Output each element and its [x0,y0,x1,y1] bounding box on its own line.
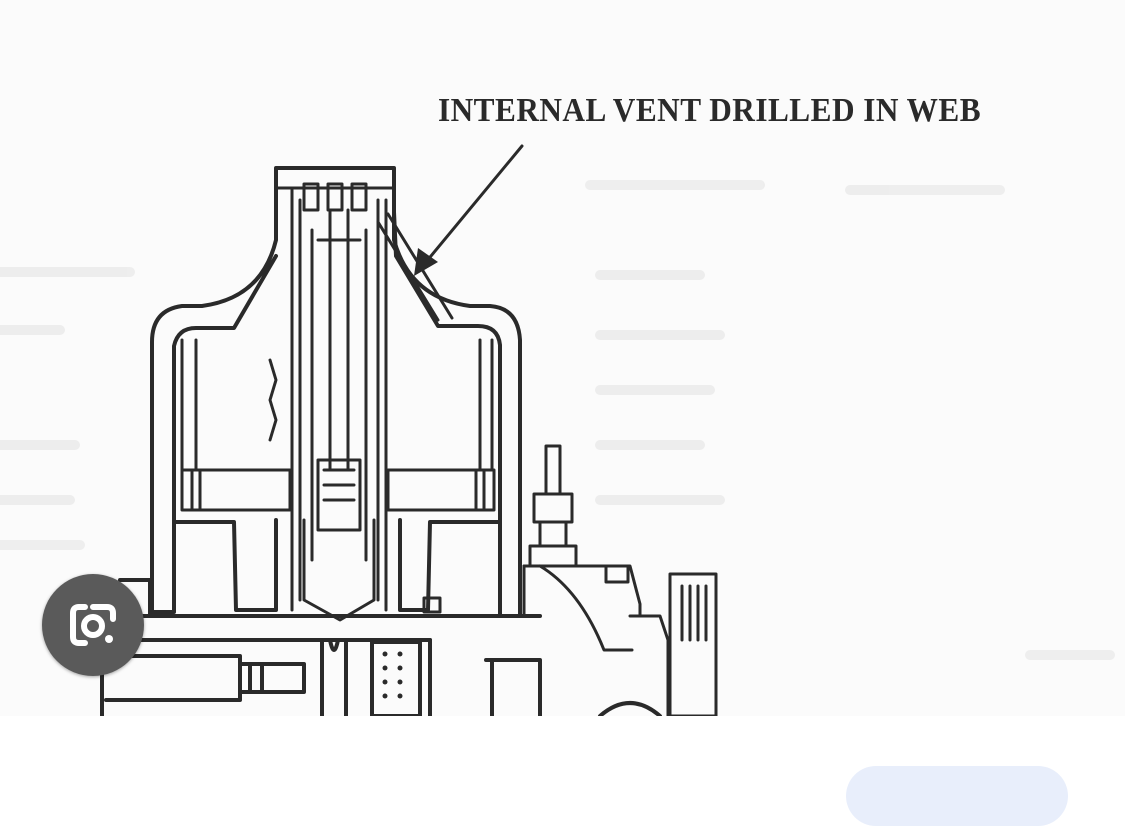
cap-ridges [274,182,396,212]
lower-body [100,518,662,716]
jet-dots [382,651,403,699]
bottom-chip[interactable] [846,766,1068,826]
callout-arrow [424,144,524,264]
callout-label: INTERNAL VENT DRILLED IN WEB [438,92,982,129]
image-viewer: INTERNAL VENT DRILLED IN WEB [0,92,1115,716]
bowl-outer-outline [150,166,522,618]
lens-search-button[interactable] [42,574,144,676]
needle-valve [302,458,376,622]
bleed-through-text [0,180,1115,660]
side-fitting [422,596,442,614]
center-stem [290,188,388,612]
adjusting-stud [522,444,718,716]
carburetor-cutaway-drawing [0,144,1115,716]
vent-passage [376,212,454,322]
google-lens-camera-icon [70,604,116,646]
float-assembly [180,338,496,512]
